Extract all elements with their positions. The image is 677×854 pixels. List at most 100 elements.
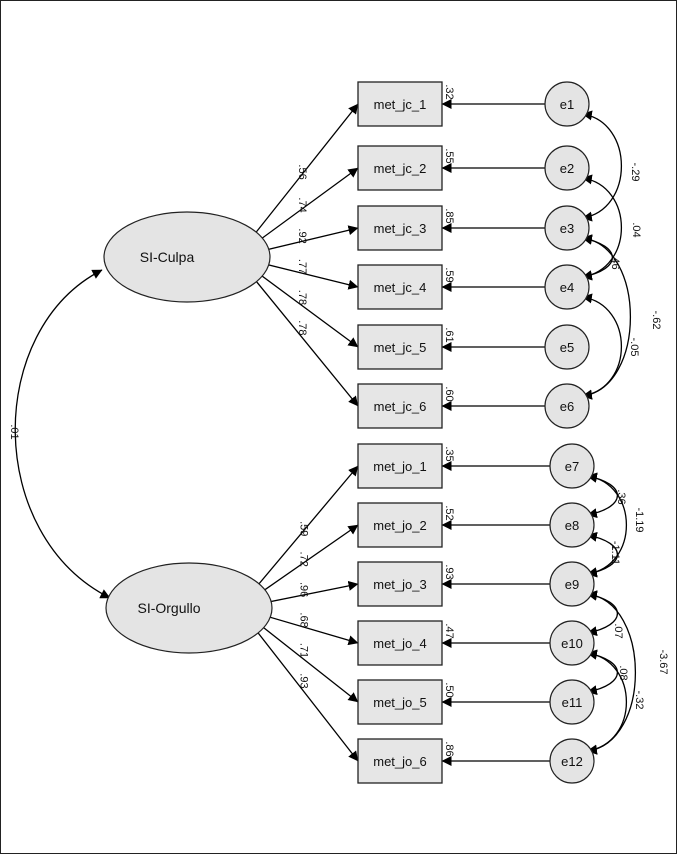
loading-value: .74 bbox=[296, 197, 308, 212]
error-term-circle bbox=[544, 383, 590, 429]
error-covariance-value: -1.11 bbox=[609, 541, 621, 565]
r-squared-value: .61 bbox=[443, 327, 455, 342]
indicator-box bbox=[357, 145, 443, 191]
error-covariance-value: .46 bbox=[609, 254, 621, 269]
loading-value: .56 bbox=[296, 164, 308, 179]
loading-arrow bbox=[250, 274, 359, 407]
error-covariance-value: -.62 bbox=[650, 311, 662, 330]
error-term-label: e2 bbox=[560, 161, 574, 176]
error-term-circle bbox=[544, 145, 590, 191]
error-term-label: e9 bbox=[565, 577, 579, 592]
indicator-box bbox=[357, 443, 443, 489]
error-term-circle bbox=[549, 679, 595, 725]
latent-covariance-arrow bbox=[14, 269, 111, 599]
loading-value: .78 bbox=[296, 320, 308, 335]
loading-value: .71 bbox=[297, 643, 309, 658]
indicator-box bbox=[357, 324, 443, 370]
r-squared-value: .32 bbox=[443, 84, 455, 99]
error-term-circle bbox=[544, 81, 590, 127]
loading-arrow bbox=[252, 465, 359, 592]
error-covariance-arrow bbox=[581, 293, 623, 400]
loading-arrow bbox=[250, 267, 359, 348]
error-covariance-value: .08 bbox=[617, 665, 629, 680]
error-covariance-value: .36 bbox=[615, 489, 627, 504]
indicator-label: met_jc_5 bbox=[374, 340, 427, 355]
error-term-circle bbox=[549, 502, 595, 548]
indicator-label: met_jc_6 bbox=[374, 399, 427, 414]
indicator-box bbox=[357, 620, 443, 666]
error-term-label: e3 bbox=[560, 221, 574, 236]
r-squared-value: .60 bbox=[443, 386, 455, 401]
error-term-circle bbox=[549, 561, 595, 607]
error-covariance-arrow bbox=[586, 472, 628, 578]
error-term-circle bbox=[549, 738, 595, 784]
loading-arrow bbox=[250, 167, 359, 247]
error-covariance-value: -1.19 bbox=[633, 507, 645, 532]
latent-orgullo bbox=[105, 562, 273, 654]
error-covariance-arrow bbox=[581, 110, 623, 222]
indicator-box bbox=[357, 383, 443, 429]
indicator-box bbox=[357, 561, 443, 607]
error-covariance-value: .07 bbox=[612, 623, 624, 638]
indicator-label: met_jo_2 bbox=[373, 518, 426, 533]
error-covariance-value: -.29 bbox=[629, 163, 641, 182]
indicator-label: met_jc_3 bbox=[374, 221, 427, 236]
r-squared-value: .47 bbox=[443, 623, 455, 638]
loading-arrow bbox=[252, 524, 359, 599]
error-covariance-arrow bbox=[586, 531, 618, 578]
error-term-label: e10 bbox=[561, 636, 583, 651]
r-squared-value: .35 bbox=[443, 446, 455, 461]
latent-orgullo-label: SI-Orgullo bbox=[137, 600, 200, 616]
r-squared-value: .52 bbox=[443, 505, 455, 520]
latent-culpa-label: SI-Culpa bbox=[140, 249, 195, 265]
loading-value: .96 bbox=[297, 582, 309, 597]
error-term-label: e6 bbox=[560, 399, 574, 414]
indicator-label: met_jc_2 bbox=[374, 161, 427, 176]
indicator-box bbox=[357, 81, 443, 127]
loading-value: .93 bbox=[297, 673, 309, 688]
r-squared-value: .59 bbox=[443, 267, 455, 282]
error-covariance-value: .04 bbox=[630, 222, 642, 237]
error-term-circle bbox=[544, 264, 590, 310]
indicator-label: met_jo_1 bbox=[373, 459, 426, 474]
error-covariance-value: -.32 bbox=[633, 691, 645, 710]
error-term-label: e12 bbox=[561, 754, 583, 769]
r-squared-value: .93 bbox=[443, 564, 455, 579]
loading-value: .92 bbox=[296, 228, 308, 243]
latent-culpa bbox=[103, 211, 271, 303]
error-term-label: e11 bbox=[562, 695, 583, 710]
indicator-label: met_jo_5 bbox=[373, 695, 426, 710]
indicator-box bbox=[357, 205, 443, 251]
error-covariance-value: -.05 bbox=[628, 338, 640, 357]
indicator-label: met_jc_1 bbox=[374, 97, 427, 112]
indicator-label: met_jo_4 bbox=[373, 636, 426, 651]
latent-covariance-value: .01 bbox=[8, 424, 20, 439]
error-term-circle bbox=[544, 205, 590, 251]
error-covariance-arrow bbox=[581, 174, 623, 281]
indicator-label: met_jo_6 bbox=[373, 754, 426, 769]
error-term-label: e1 bbox=[560, 97, 574, 112]
loading-value: .59 bbox=[297, 521, 309, 536]
error-term-label: e8 bbox=[565, 518, 579, 533]
indicator-box bbox=[357, 264, 443, 310]
error-term-label: e5 bbox=[560, 340, 574, 355]
error-term-label: e7 bbox=[565, 459, 579, 474]
error-term-circle bbox=[549, 620, 595, 666]
r-squared-value: .85 bbox=[443, 208, 455, 223]
loading-value: .77 bbox=[296, 259, 308, 274]
r-squared-value: .55 bbox=[443, 148, 455, 163]
r-squared-value: .86 bbox=[443, 741, 455, 756]
indicator-label: met_jo_3 bbox=[373, 577, 426, 592]
r-squared-value: .50 bbox=[443, 682, 455, 697]
error-term-label: e4 bbox=[560, 280, 574, 295]
loading-arrow bbox=[252, 625, 359, 762]
indicator-box bbox=[357, 738, 443, 784]
error-covariance-arrow bbox=[586, 649, 628, 755]
error-term-circle bbox=[544, 324, 590, 370]
indicator-label: met_jc_4 bbox=[374, 280, 427, 295]
loading-value: .68 bbox=[297, 612, 309, 627]
error-term-circle bbox=[549, 443, 595, 489]
indicator-box bbox=[357, 679, 443, 725]
loading-arrow bbox=[252, 618, 359, 703]
